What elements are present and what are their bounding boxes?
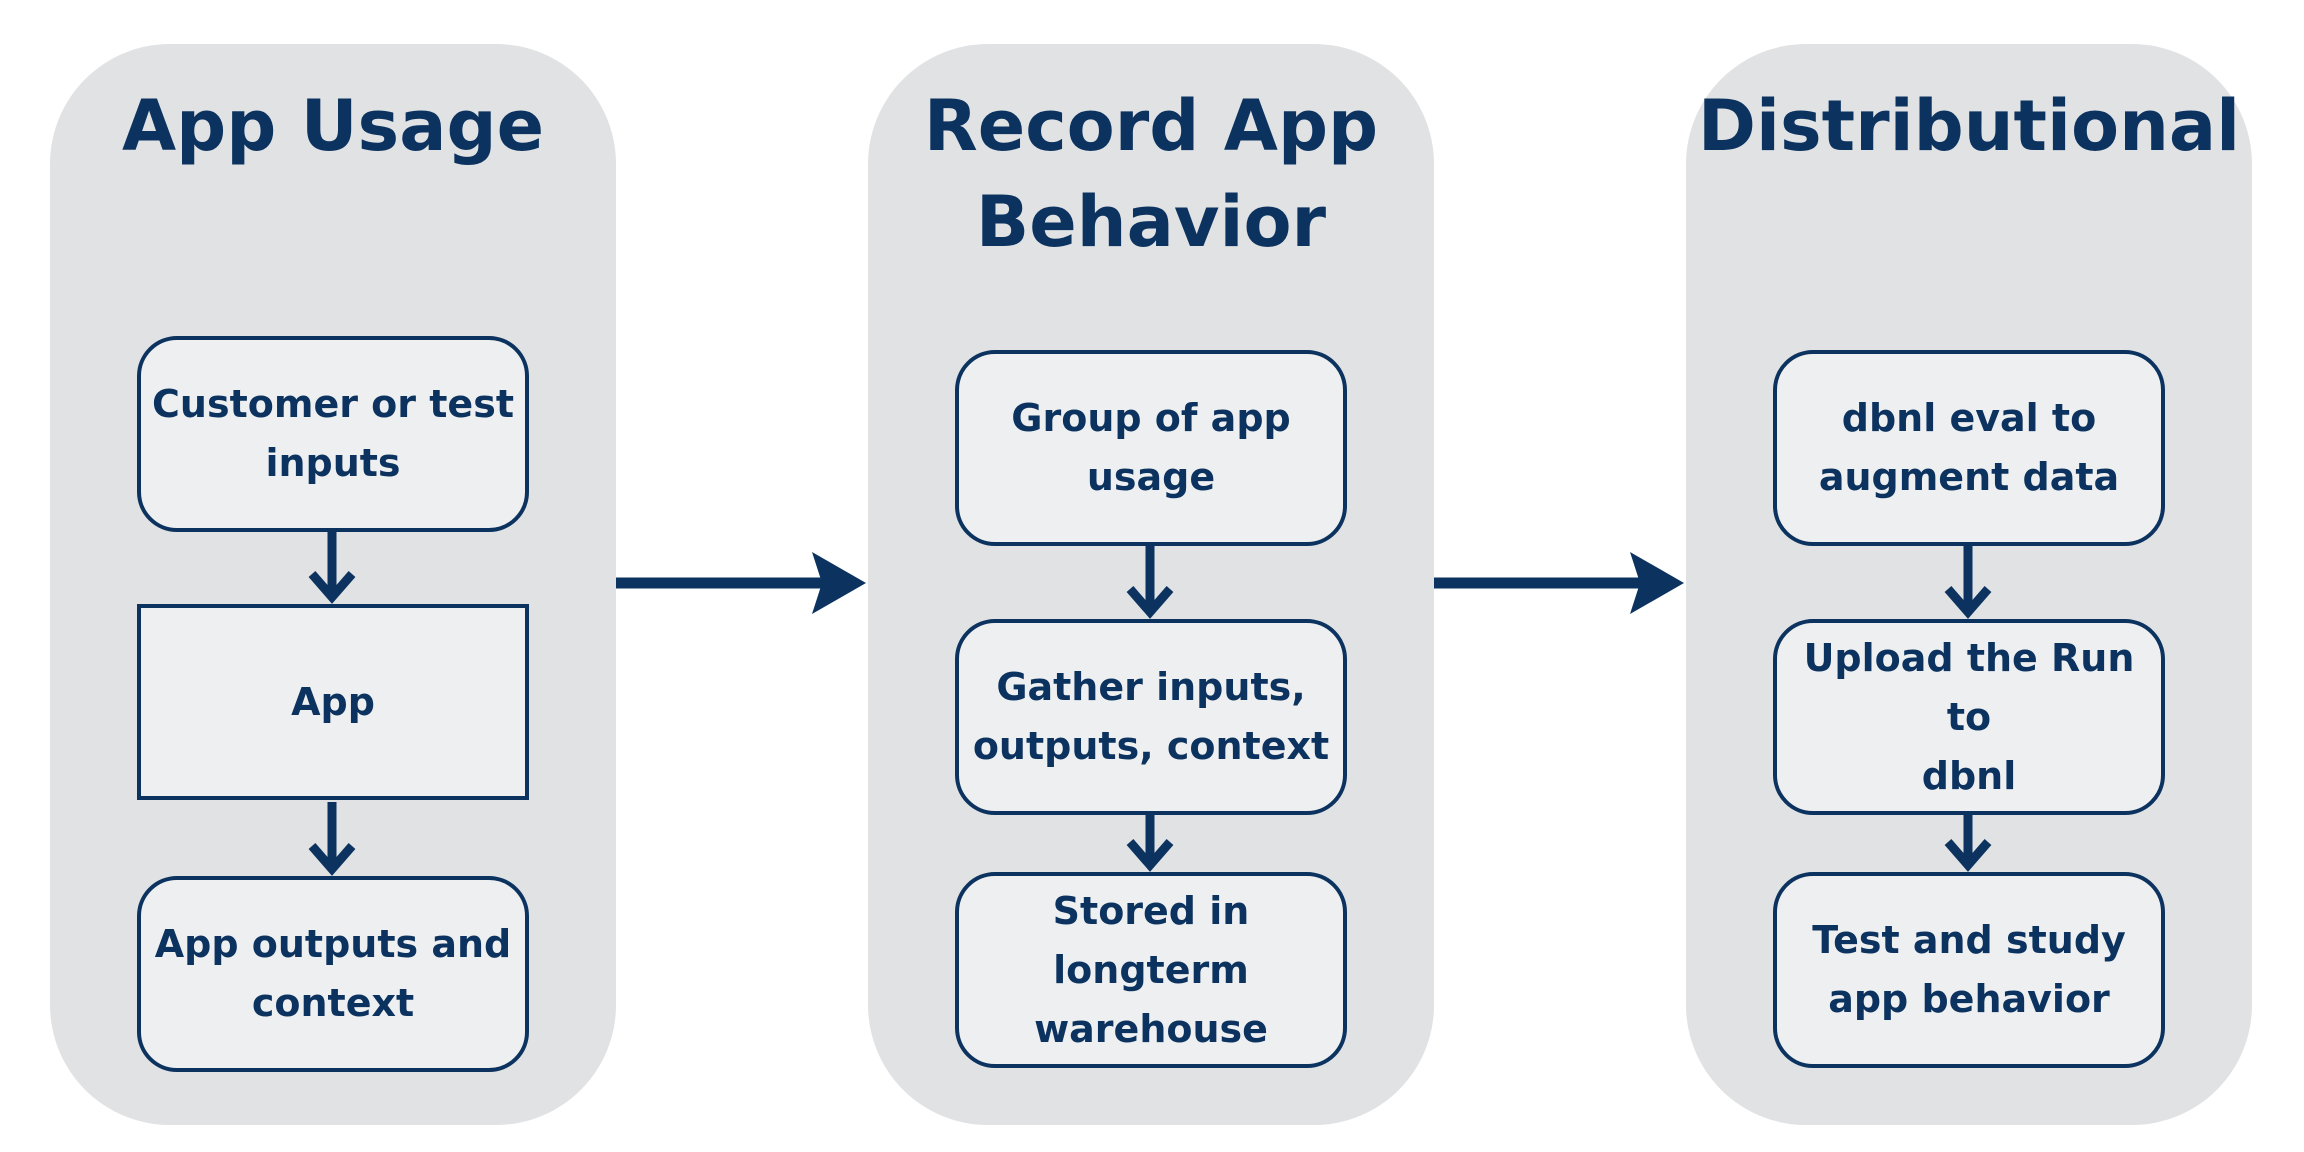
- column-title: Record App Behavior: [923, 85, 1379, 263]
- box-label: Group of app usage: [1011, 396, 1291, 499]
- box-label: dbnl eval to augment data: [1818, 396, 2120, 499]
- box-label: App: [291, 679, 375, 724]
- box-upload-the-run-to-dbnl: Upload the Run to dbnl: [1773, 619, 2165, 815]
- arrow-group-to-gather: [1126, 546, 1174, 619]
- arrow-usage-to-record: [616, 552, 866, 614]
- box-test-and-study-app-behavior: Test and study app behavior: [1773, 872, 2165, 1068]
- box-label: Customer or test inputs: [152, 382, 514, 485]
- arrow-inputs-to-app: [308, 532, 356, 604]
- box-group-of-app-usage: Group of app usage: [955, 350, 1347, 546]
- box-gather-inputs-outputs-context: Gather inputs, outputs, context: [955, 619, 1347, 815]
- arrow-eval-to-upload: [1944, 546, 1992, 619]
- arrow-gather-to-stored: [1126, 815, 1174, 872]
- box-label: Stored in longterm warehouse: [1034, 888, 1268, 1051]
- column-title: Distributional: [1697, 85, 2241, 167]
- arrow-record-to-distributional: [1434, 552, 1684, 614]
- box-stored-in-longterm-warehouse: Stored in longterm warehouse: [955, 872, 1347, 1068]
- box-customer-or-test-inputs: Customer or test inputs: [137, 336, 529, 532]
- box-dbnl-eval-to-augment-data: dbnl eval to augment data: [1773, 350, 2165, 546]
- column-title: App Usage: [121, 85, 545, 167]
- column-app-usage: App Usage Customer or test inputs App Ap…: [50, 44, 616, 1125]
- box-app: App: [137, 604, 529, 800]
- box-label: Upload the Run to dbnl: [1803, 635, 2135, 798]
- arrow-upload-to-test: [1944, 815, 1992, 872]
- arrow-app-to-outputs: [308, 802, 356, 876]
- box-label: Test and study app behavior: [1812, 918, 2126, 1021]
- box-label: Gather inputs, outputs, context: [972, 665, 1330, 768]
- box-label: App outputs and context: [154, 922, 512, 1025]
- box-app-outputs-and-context: App outputs and context: [137, 876, 529, 1072]
